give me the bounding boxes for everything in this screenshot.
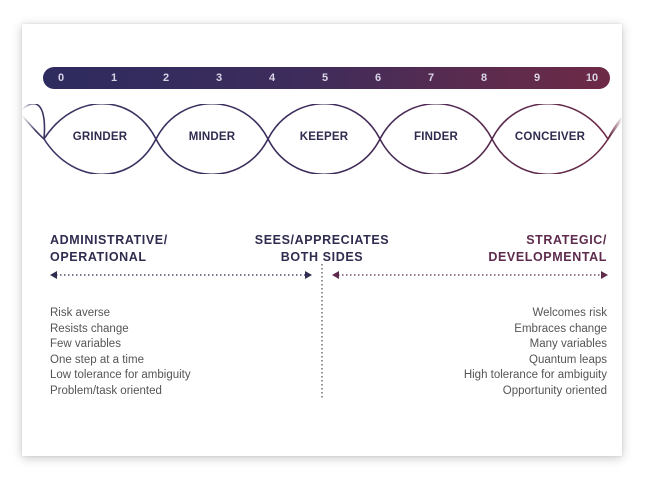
list-item: Few variables [50,338,121,351]
left-arrow [50,271,312,279]
list-item: Problem/task oriented [50,384,162,397]
list-item: Opportunity oriented [502,384,607,397]
scale-tick: 6 [374,72,382,84]
heading-administrative: ADMINISTRATIVE/ OPERATIONAL [50,232,168,266]
heading-strategic: STRATEGIC/ DEVELOPMENTAL [488,232,607,266]
scale-bar: 0 1 2 3 4 5 6 7 8 9 10 [43,67,610,89]
scale-tick: 2 [162,72,170,84]
heading-line: DEVELOPMENTAL [488,250,607,264]
scale-tick: 1 [110,72,118,84]
list-item: One step at a time [50,353,144,366]
scale-tick: 3 [215,72,223,84]
list-item: Many variables [529,338,607,351]
list-item: Risk averse [50,307,111,319]
traits-left-list: Risk averse Resists change Few variables… [50,306,191,400]
scale-tick: 7 [427,72,435,84]
heading-line: OPERATIONAL [50,250,147,264]
list-item: High tolerance for ambiguity [463,369,607,382]
list-item: Welcomes risk [532,307,607,319]
scale-tick: 5 [321,72,329,84]
list-item: Resists change [50,322,129,335]
heading-line: SEES/APPRECIATES [254,233,390,247]
list-item: Low tolerance for ambiguity [50,369,191,382]
wave-lower [22,115,622,174]
scale-tick: 0 [57,72,65,84]
type-keeper-label: KEEPER [299,131,349,143]
scale-tick: 4 [268,72,276,84]
list-item: Embraces change [514,322,607,335]
wave-chain [22,104,622,174]
type-minder-label: MINDER [188,131,236,143]
arrows-layer [50,264,608,398]
type-finder-label: FINDER [413,131,459,143]
diagram-card: 0 1 2 3 4 5 6 7 8 9 10 [22,24,622,456]
scale-tick: 8 [480,72,488,84]
type-conceiver-label: CONCEIVER [514,131,586,143]
heading-line: BOTH SIDES [280,250,364,264]
heading-line: ADMINISTRATIVE/ [50,233,168,247]
heading-both-sides: SEES/APPRECIATES BOTH SIDES [255,232,389,266]
scale-tick: 9 [533,72,541,84]
type-grinder-label: GRINDER [72,131,128,143]
right-arrow [332,271,608,279]
scale-tick: 10 [585,72,599,84]
heading-line: STRATEGIC/ [526,233,607,247]
list-item: Quantum leaps [529,353,607,366]
traits-right-list: Welcomes risk Embraces change Many varia… [464,306,607,400]
